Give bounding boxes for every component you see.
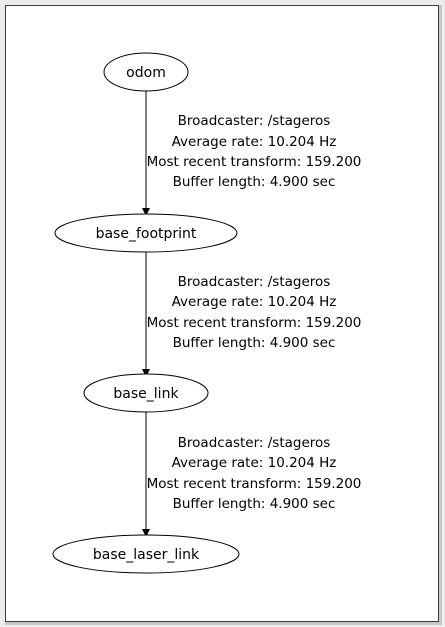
edge-most-recent-transform-label: Most recent transform: 159.200 [147,476,362,492]
edge-most-recent-transform-label: Most recent transform: 159.200 [147,154,362,170]
edge-average-rate-label: Average rate: 10.204 Hz [172,455,337,471]
node-ellipse [103,52,189,92]
edge-average-rate-label: Average rate: 10.204 Hz [172,294,337,310]
edge-average-rate-label: Average rate: 10.204 Hz [172,134,337,150]
node-base-link: base_link [83,373,209,413]
node-odom: odom [103,52,189,92]
edge-broadcaster-label: Broadcaster: /stageros [178,435,331,451]
tf-tree-diagram: Broadcaster: /stageros Average rate: 10.… [52,52,362,574]
tf-tree-diagram-frame: Broadcaster: /stageros Average rate: 10.… [5,5,439,622]
edge-broadcaster-label: Broadcaster: /stageros [178,113,331,129]
node-ellipse [83,373,209,413]
node-label: base_link [113,386,179,402]
edge-buffer-length-label: Buffer length: 4.900 sec [173,496,336,512]
edge-most-recent-transform-label: Most recent transform: 159.200 [147,315,362,331]
frame-shadow-right [439,5,442,623]
node-label: base_laser_link [93,547,200,563]
frame-shadow-bottom [5,622,442,625]
edge-base-footprint-to-base-link: Broadcaster: /stageros Average rate: 10.… [142,252,362,377]
node-base-footprint: base_footprint [54,213,238,253]
edge-buffer-length-label: Buffer length: 4.900 sec [173,335,336,351]
edge-broadcaster-label: Broadcaster: /stageros [178,274,331,290]
edge-odom-to-base-footprint: Broadcaster: /stageros Average rate: 10.… [142,91,362,216]
node-base-laser-link: base_laser_link [52,534,240,574]
edge-buffer-length-label: Buffer length: 4.900 sec [173,174,336,190]
node-label: odom [126,65,166,81]
edge-base-link-to-base-laser-link: Broadcaster: /stageros Average rate: 10.… [142,412,362,537]
node-label: base_footprint [96,226,197,242]
node-ellipse [54,213,238,253]
node-ellipse [52,534,240,574]
